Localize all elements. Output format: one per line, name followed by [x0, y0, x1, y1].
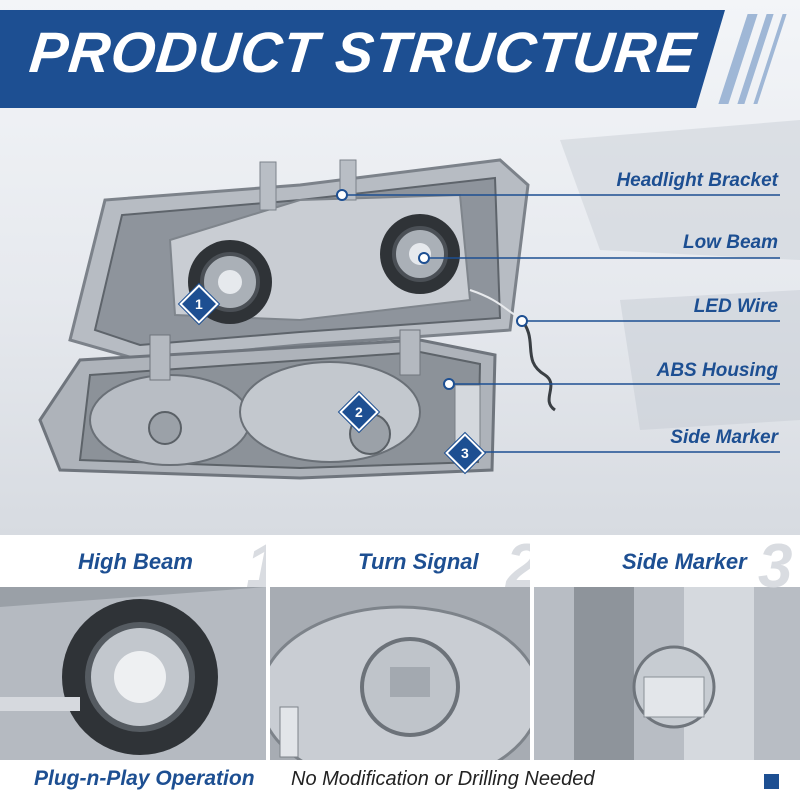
badge-number: 1 [195, 295, 203, 312]
badge-number: 2 [355, 403, 363, 420]
footer-text: No Modification or Drilling Needed [291, 768, 595, 790]
feature-label: Turn Signal [358, 549, 479, 574]
hero-section: PRODUCT STRUCTURE Headlight Bracket Low … [0, 0, 800, 535]
feature-panel-turn-signal: Turn Signal 2 [270, 535, 530, 760]
title-banner [0, 10, 725, 108]
feature-number: 3 [758, 535, 793, 601]
callout-led-wire: LED Wire [693, 296, 778, 317]
callout-headlight-bracket: Headlight Bracket [616, 170, 778, 191]
feature-panels: High Beam 1 Turn Signal 2 Sid [0, 535, 800, 760]
blue-square-icon [764, 774, 779, 789]
callout-abs-housing: ABS Housing [656, 360, 778, 381]
feature-label: High Beam [78, 549, 193, 574]
badge-number: 3 [461, 444, 469, 461]
footer-headline: Plug-n-Play Operation [34, 767, 255, 790]
callout-low-beam: Low Beam [682, 232, 778, 253]
footer: Plug-n-Play Operation No Modification or… [0, 760, 800, 800]
feature-label: Side Marker [622, 549, 747, 574]
callout-side-marker: Side Marker [670, 427, 778, 448]
turn-signal-closeup [270, 587, 530, 760]
feature-number: 1 [246, 535, 266, 602]
feature-number: 2 [506, 535, 530, 602]
high-beam-closeup [0, 587, 266, 760]
feature-panel-high-beam: High Beam 1 [0, 535, 266, 760]
banner-title: PRODUCT STRUCTURE [26, 21, 700, 85]
side-marker-closeup [534, 587, 800, 760]
feature-panel-side-marker: Side Marker 3 [534, 535, 800, 760]
